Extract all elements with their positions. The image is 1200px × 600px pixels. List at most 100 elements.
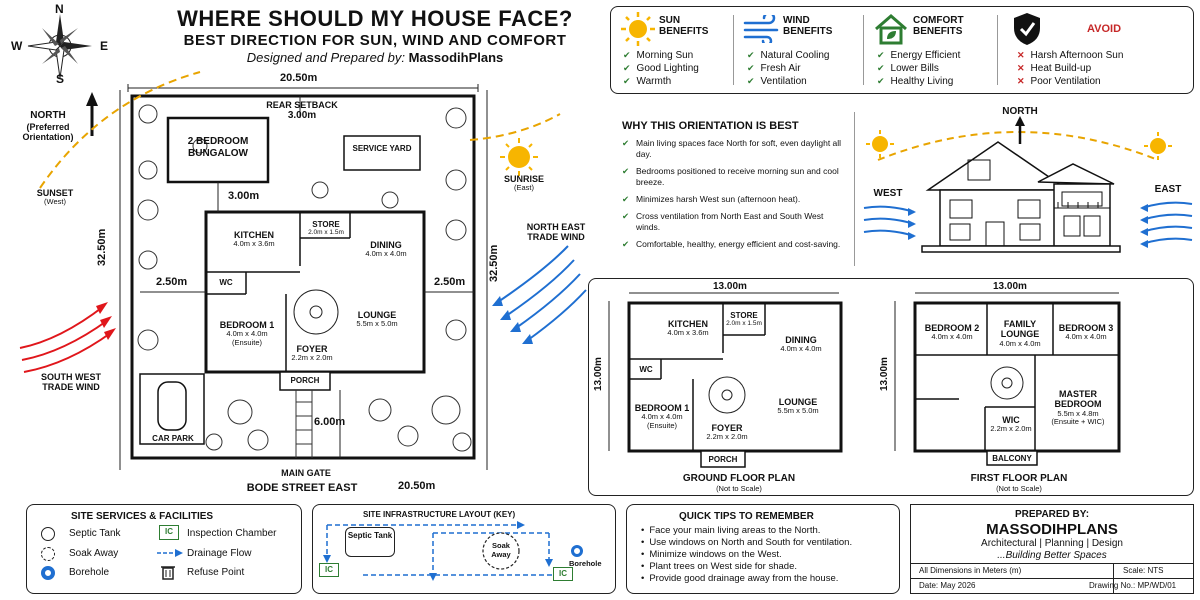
- sunset-label: SUNSET(West): [20, 188, 90, 207]
- list-item: Fresh Air: [747, 62, 829, 75]
- list-item: Face your main living areas to the North…: [641, 525, 852, 537]
- first-plan-width: 13.00m: [993, 281, 1027, 292]
- house-elevation: NORTH WEST EAST: [858, 104, 1198, 274]
- list-item: Poor Ventilation: [1017, 75, 1123, 88]
- site-lounge-dim: 5.5m x 5.0m: [356, 319, 398, 329]
- site-porch-label: PORCH: [290, 376, 320, 385]
- compass-rose: N S W E: [8, 2, 112, 86]
- list-item: Energy Efficient: [877, 49, 961, 62]
- right-setback: 2.50m: [434, 276, 466, 288]
- car-park-label: CAR PARK: [152, 434, 194, 443]
- gf-bed1-name: BEDROOM 1: [634, 403, 690, 413]
- ground-plan-title: GROUND FLOOR PLAN(Not to Scale): [629, 473, 849, 493]
- compass-s: S: [56, 72, 65, 86]
- bungalow-label: 2 BEDROOM BUNGALOW: [187, 136, 249, 159]
- site-bed1-dim: 4.0m x 4.0m: [226, 329, 268, 339]
- gf-kitchen-name: KITCHEN: [668, 319, 708, 329]
- rear-setback-value: 3.00m: [287, 110, 317, 121]
- ff-master-dim: 5.5m x 4.8m: [1057, 408, 1099, 418]
- credit-name: MassodihPlans: [408, 50, 504, 65]
- date-note: Date: May 2026: [919, 581, 976, 590]
- list-item: Minimize windows on the West.: [641, 549, 852, 561]
- first-plan-title: FIRST FLOOR PLAN(Not to Scale): [919, 473, 1119, 493]
- first-plan-title-text: FIRST FLOOR PLAN: [970, 473, 1068, 484]
- site-store-name: STORE: [312, 220, 340, 229]
- north-label: NORTH(Preferred Orientation): [8, 110, 88, 142]
- avoid-list: Harsh Afternoon Sun Heat Build-up Poor V…: [1017, 49, 1124, 88]
- gf-store-name: STORE: [730, 311, 758, 320]
- ne-wind-label: NORTH EAST TRADE WIND: [526, 222, 586, 243]
- services-title: SITE SERVICES & FACILITIES: [71, 511, 214, 522]
- gf-foyer-name: FOYER: [711, 423, 743, 433]
- site-plan-drawing: [19, 71, 587, 470]
- site-lounge-name: LOUNGE: [357, 310, 397, 320]
- ff-bed2-name: BEDROOM 2: [924, 323, 980, 333]
- inspection-legend: Inspection Chamber: [187, 528, 277, 539]
- sunrise-sun-icon: [500, 138, 538, 176]
- gf-foyer-dim: 2.2m x 2.0m: [706, 432, 748, 442]
- sunrise-label: SUNRISE(East): [496, 174, 552, 193]
- gf-store-dim: 2.0m x 1.5m: [726, 320, 762, 328]
- gap-value: 3.00m: [228, 190, 260, 202]
- gf-dining-name: DINING: [785, 335, 817, 345]
- compass-icon: [27, 14, 92, 79]
- gf-kitchen-dim: 4.0m x 3.6m: [667, 328, 709, 338]
- list-item: Comfortable, healthy, energy efficient a…: [622, 239, 844, 250]
- gf-lounge-name: LOUNGE: [778, 397, 818, 407]
- tips-list: Face your main living areas to the North…: [641, 525, 852, 585]
- site-foyer-dim: 2.2m x 2.0m: [291, 353, 333, 363]
- eco-house-icon: [875, 14, 907, 45]
- ff-wic-dim: 2.2m x 2.0m: [990, 424, 1032, 434]
- page-subtitle: BEST DIRECTION FOR SUN, WIND AND COMFORT: [183, 32, 567, 49]
- list-item: Use windows on North and South for venti…: [641, 537, 852, 549]
- title-block: PREPARED BY: MASSODIHPLANS Architectural…: [910, 504, 1194, 594]
- rear-setback-label: REAR SETBACK: [266, 100, 338, 110]
- ff-master-note: (Ensuite + WIC): [1051, 417, 1105, 427]
- ff-bed3-dim: 4.0m x 4.0m: [1065, 332, 1107, 342]
- infra-ic-right: IC: [553, 567, 573, 581]
- site-dining-dim: 4.0m x 4.0m: [365, 249, 407, 259]
- scale-note: Scale: NTS: [1123, 566, 1164, 575]
- first-plan-scale: (Not to Scale): [996, 483, 1042, 493]
- comfort-benefits-head: COMFORT BENEFITS: [913, 15, 964, 37]
- infra-borehole-icon: [571, 545, 583, 557]
- infra-soak-away: Soak Away: [491, 541, 511, 559]
- sw-wind-label: SOUTH WEST TRADE WIND: [41, 372, 101, 393]
- refuse-bin-icon: [161, 566, 175, 580]
- inspection-chamber-icon: IC: [159, 525, 179, 540]
- gf-wc-label: WC: [639, 365, 653, 374]
- wind-benefits: WIND BENEFITS Natural Cooling Fresh Air …: [735, 7, 863, 93]
- prepared-name: MASSODIHPLANS: [986, 521, 1118, 538]
- infra-ic-left: IC: [319, 563, 339, 577]
- north-label-text: NORTH: [30, 110, 66, 121]
- sun-benefits-list: Morning Sun Good Lighting Warmth: [623, 49, 699, 88]
- service-yard-label: SERVICE YARD: [352, 144, 412, 153]
- page-title: WHERE SHOULD MY HOUSE FACE?: [177, 6, 573, 31]
- soak-away-icon: [41, 547, 55, 561]
- list-item: Bedrooms positioned to receive morning s…: [622, 166, 844, 188]
- borehole-legend: Borehole: [69, 567, 110, 578]
- compass-e: E: [100, 39, 109, 53]
- site-dining-name: DINING: [370, 240, 402, 250]
- site-width-bottom: 20.50m: [398, 480, 436, 492]
- ff-master-name: MASTER BEDROOM: [1054, 389, 1102, 410]
- floor-plans-drawing: [608, 292, 1121, 468]
- sunrise-text: SUNRISE: [503, 174, 544, 184]
- ground-plan-height: 13.00m: [593, 357, 604, 391]
- ff-balcony-label: BALCONY: [992, 454, 1032, 463]
- prepared-tagline: ...Building Better Spaces: [997, 550, 1107, 561]
- first-plan-height: 13.00m: [879, 357, 890, 391]
- gf-bed1-dim: 4.0m x 4.0m: [641, 412, 683, 422]
- list-item: Cross ventilation from North East and So…: [622, 211, 844, 233]
